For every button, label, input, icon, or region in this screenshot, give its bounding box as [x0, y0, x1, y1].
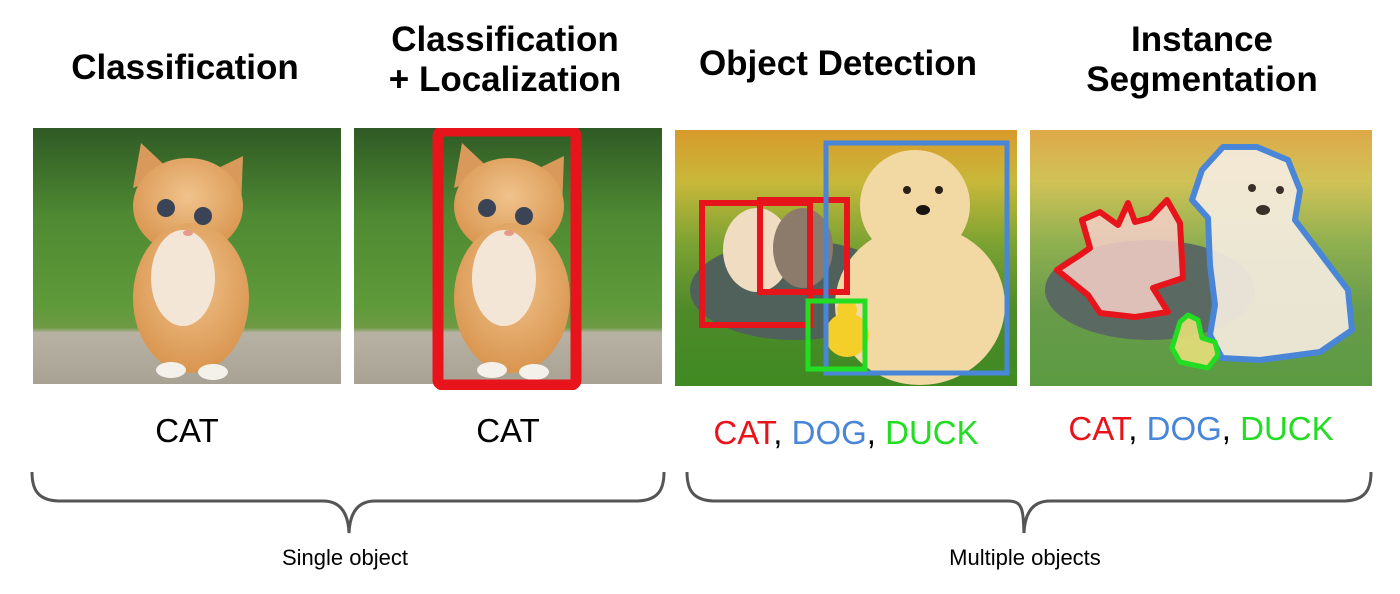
separator: ,: [1221, 410, 1241, 447]
class-label-duck: DUCK: [1240, 410, 1334, 447]
class-label-dog: DOG: [791, 414, 867, 451]
mask-dog: [1189, 144, 1355, 363]
label-object-detection: CAT, DOG, DUCK: [670, 414, 1022, 452]
class-label: CAT: [155, 412, 219, 449]
image-object-detection: [675, 130, 1017, 386]
label-localization: CAT: [354, 412, 662, 450]
title-object-detection: Object Detection: [668, 44, 1008, 84]
bounding-box-cat-1: [699, 200, 813, 328]
group-label-text: Multiple objects: [949, 545, 1101, 570]
group-label-single-object: Single object: [200, 545, 490, 571]
image-instance-segmentation: [1030, 130, 1372, 386]
image-kitten-localized: [354, 128, 662, 390]
bounding-box-duck: [805, 298, 868, 372]
title-line-2: + Localization: [388, 60, 622, 99]
group-label-multiple-objects: Multiple objects: [880, 545, 1170, 571]
title-text: Classification: [71, 48, 299, 87]
separator: ,: [866, 414, 886, 451]
class-label-duck: DUCK: [885, 414, 979, 451]
title-text: Object Detection: [698, 44, 978, 83]
brace-multiple-objects: [685, 471, 1373, 534]
mask-duck: [1169, 312, 1221, 371]
label-instance-segmentation: CAT, DOG, DUCK: [1025, 410, 1377, 448]
mask-cats: [1054, 197, 1186, 320]
label-classification: CAT: [33, 412, 341, 450]
class-label-cat: CAT: [1068, 410, 1129, 447]
kitten-shape: [133, 143, 249, 380]
image-kitten: [33, 128, 341, 384]
class-label-dog: DOG: [1146, 410, 1222, 447]
title-line-2: Segmentation: [1086, 60, 1318, 99]
separator: ,: [773, 414, 792, 451]
bounding-box-cat-2: [757, 197, 850, 295]
group-label-text: Single object: [282, 545, 408, 570]
title-classification: Classification: [30, 48, 340, 88]
title-classification-localization: Classification + Localization: [345, 20, 665, 100]
title-instance-segmentation: Instance Segmentation: [1022, 20, 1382, 100]
bounding-box-cat: [432, 128, 582, 390]
class-label-cat: CAT: [713, 414, 774, 451]
title-line-1: Classification: [391, 20, 619, 59]
bounding-box-dog: [823, 140, 1010, 376]
separator: ,: [1128, 410, 1147, 447]
brace-single-object: [30, 471, 666, 534]
class-label: CAT: [476, 412, 540, 449]
title-line-1: Instance: [1131, 20, 1273, 59]
